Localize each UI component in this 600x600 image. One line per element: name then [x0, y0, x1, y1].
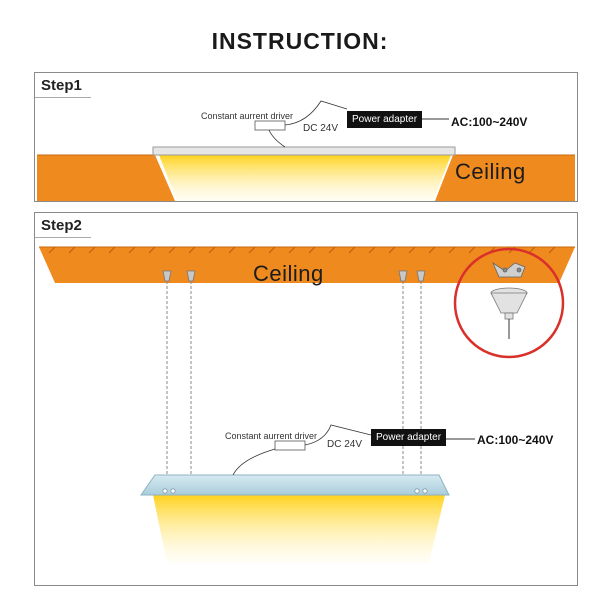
- step1-ac-label: AC:100~240V: [451, 115, 528, 129]
- step2-ac-label: AC:100~240V: [477, 433, 554, 447]
- step1-ceiling-label: Ceiling: [455, 159, 526, 184]
- step2-diagram: [39, 246, 575, 563]
- step1-panel-light: [152, 146, 456, 156]
- step2-light-glow: [153, 495, 445, 563]
- step2-label-divider: [35, 237, 91, 238]
- step2-label: Step2: [41, 217, 82, 234]
- step1-ceiling-slab-right: [435, 155, 575, 201]
- step1-light-glow: [159, 155, 451, 201]
- step2-panel-light: [140, 474, 450, 496]
- step1-dc-label: DC 24V: [303, 123, 339, 134]
- step2-ceiling-hatch: [48, 246, 556, 254]
- step1-power-adapter: Power adapter: [347, 111, 423, 128]
- step2-panel: Step2: [34, 212, 578, 586]
- step1-wire-panel-driver: [268, 129, 286, 148]
- step2-detail-callout: [453, 247, 565, 359]
- step1-driver-box: [254, 120, 286, 131]
- step2-power-adapter: Power adapter: [371, 429, 447, 446]
- step2-detail-bracket: [492, 261, 526, 278]
- step2-ceiling-mounts: [162, 270, 426, 282]
- step2-ceiling-slab: [39, 247, 575, 283]
- step2-driver-label: Constant aurrent driver: [225, 431, 318, 441]
- step2-driver-box: [274, 440, 306, 451]
- step2-detail-canopy: [490, 287, 528, 320]
- step1-panel: Step1 Constant aurrent driver DC 24V Pow…: [34, 72, 578, 202]
- step2-wire-panel-driver: [232, 448, 276, 476]
- step1-label-divider: [35, 97, 91, 98]
- step2-panel-screws: [162, 488, 428, 494]
- step2-dc-label: DC 24V: [327, 439, 363, 450]
- step2-ceiling-label: Ceiling: [253, 261, 324, 286]
- step1-diagram: [37, 100, 575, 201]
- step1-ceiling-slab: [37, 155, 175, 201]
- step1-label: Step1: [41, 77, 82, 94]
- page-title: INSTRUCTION:: [211, 28, 389, 54]
- step2-wire-driver-adapter: [304, 424, 372, 446]
- step1-wire-driver-adapter: [284, 100, 348, 126]
- step1-driver-label: Constant aurrent driver: [201, 111, 294, 121]
